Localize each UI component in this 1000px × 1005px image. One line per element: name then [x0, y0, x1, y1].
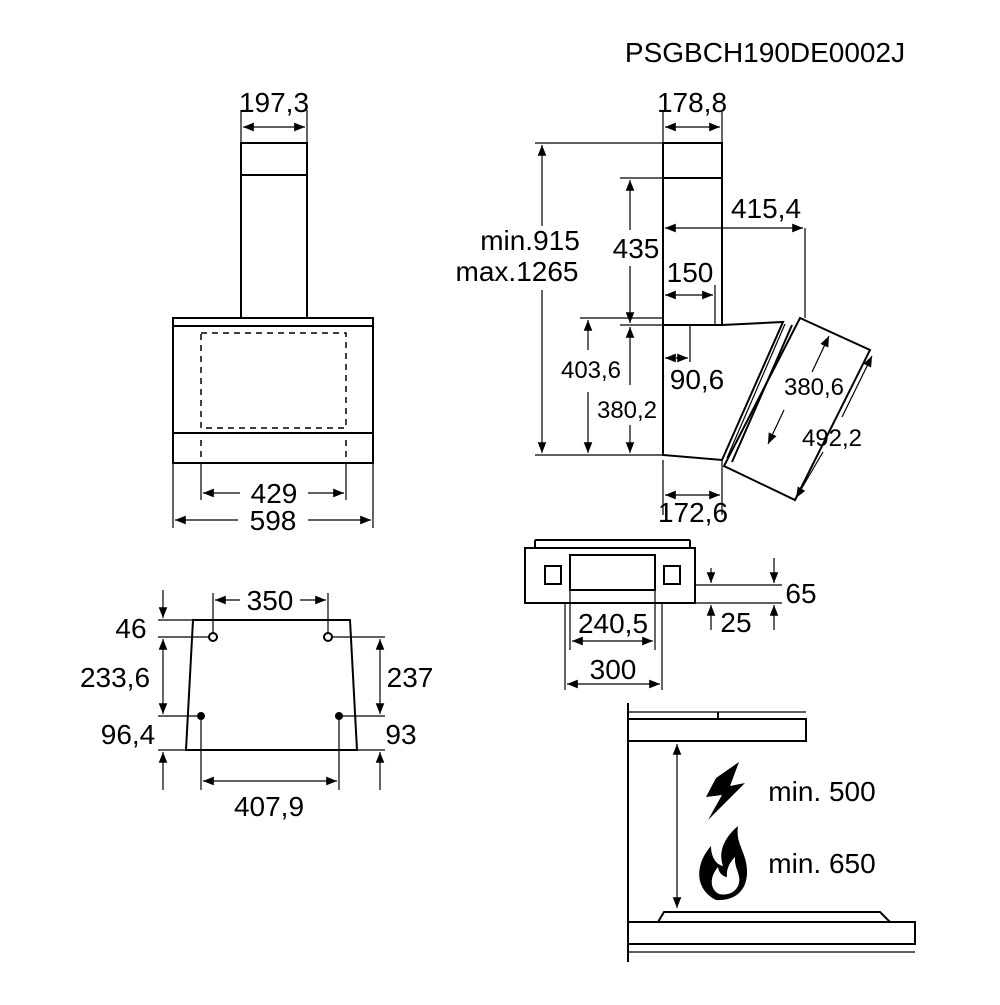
side-height-min: min.915 — [480, 225, 580, 256]
lightning-icon — [706, 762, 745, 820]
mount-right-height: 237 — [387, 662, 434, 693]
front-total-width: 598 — [250, 505, 297, 536]
side-depth: 415,4 — [731, 193, 801, 224]
mount-bottom-span: 407,9 — [234, 791, 304, 822]
mount-top-offset: 46 — [115, 613, 146, 644]
model-code: PSGBCH190DE0002J — [625, 37, 905, 68]
mounting-view: 350 46 233,6 237 96,4 93 407,9 — [80, 585, 433, 822]
side-chimney-depth: 178,8 — [657, 87, 727, 118]
mount-top-span: 350 — [247, 585, 294, 616]
front-inner-width: 429 — [251, 478, 298, 509]
mounting-hole — [197, 712, 205, 720]
bracket-outer-width: 300 — [590, 654, 637, 685]
mount-left-height: 233,6 — [80, 662, 150, 693]
mounting-hole — [323, 632, 333, 642]
electric-clearance-label: min. 500 — [768, 776, 875, 807]
side-height-max: max.1265 — [456, 256, 579, 287]
clearance-view: min. 500 min. 650 — [627, 703, 916, 962]
bracket-view: 240,5 300 65 25 — [524, 539, 817, 690]
side-height-a: 403,6 — [561, 357, 621, 384]
front-chimney-width: 197,3 — [239, 87, 309, 118]
side-panel-length: 492,2 — [802, 425, 862, 452]
bracket-offset: 25 — [720, 607, 751, 638]
bracket-height: 65 — [785, 578, 816, 609]
mount-right-bottom: 93 — [385, 719, 416, 750]
mounting-hole — [208, 632, 218, 642]
side-view: 178,8 min.915 max.1265 435 415,4 150 403… — [456, 87, 873, 528]
mount-left-bottom: 96,4 — [101, 719, 156, 750]
side-offset-b: 90,6 — [670, 364, 725, 395]
front-view: 197,3 429 598 — [172, 87, 374, 536]
side-height-b: 380,2 — [597, 397, 657, 424]
bracket-inner-width: 240,5 — [578, 608, 648, 639]
side-panel-width: 380,6 — [784, 374, 844, 401]
gas-clearance-label: min. 650 — [768, 848, 875, 879]
side-upper-height: 435 — [613, 233, 660, 264]
side-bottom-depth: 172,6 — [658, 497, 728, 528]
mounting-hole — [335, 712, 343, 720]
side-outlet-offset: 150 — [667, 257, 714, 288]
